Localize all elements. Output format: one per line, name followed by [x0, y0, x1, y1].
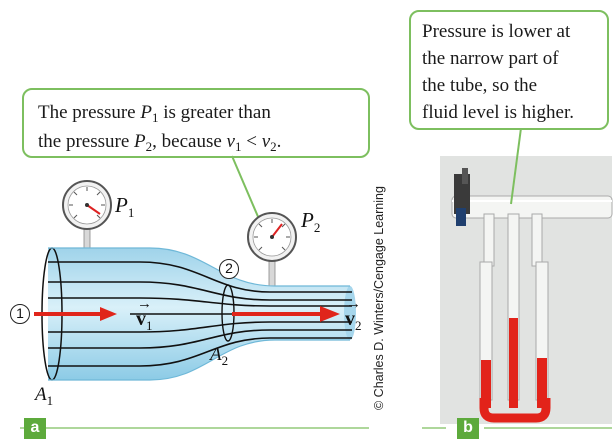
label-a2: A2 — [210, 344, 229, 368]
gauge-stem — [268, 259, 276, 287]
point-1-marker: 1 — [10, 304, 30, 324]
flow-arrow-1 — [34, 307, 117, 321]
panel-a-tag: a — [24, 418, 46, 439]
callout-pressure-comparison: The pressure P1 is greater than the pres… — [22, 88, 370, 158]
velocity-v1-label: →v1 — [136, 296, 153, 333]
pressure-gauge-2 — [247, 212, 297, 262]
label-a1: A1 — [35, 384, 54, 408]
panel-b-tag: b — [457, 418, 479, 439]
label-p1: P1 — [115, 193, 135, 220]
callout-pointer — [510, 127, 522, 205]
flow-arrow-2 — [232, 306, 340, 322]
streamlines — [48, 261, 352, 367]
pressure-gauge-1 — [62, 180, 112, 230]
label-p2: P2 — [301, 208, 321, 235]
point-2-marker: 2 — [219, 259, 239, 279]
velocity-v2-label: →v2 — [345, 296, 362, 333]
venturi-photo — [440, 156, 613, 424]
callout-pointer — [231, 155, 263, 227]
callout-fluid-level: Pressure is lower at the narrow part of … — [409, 10, 609, 130]
photo-credit: © Charles D. Winters/Cengage Learning — [372, 186, 386, 410]
